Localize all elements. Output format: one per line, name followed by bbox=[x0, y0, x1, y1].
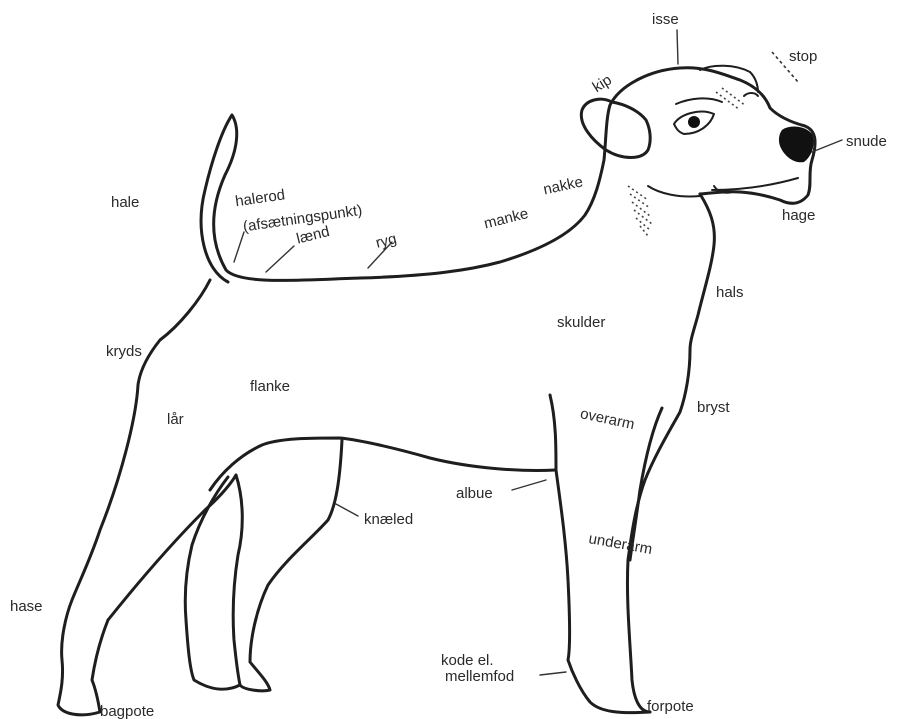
leader-isse bbox=[677, 30, 678, 64]
leader-albue bbox=[512, 480, 546, 490]
leader-laend bbox=[266, 246, 294, 272]
label-kode-line2: mellemfod bbox=[445, 668, 514, 685]
label-skulder: skulder bbox=[557, 314, 605, 331]
eye-pupil bbox=[688, 116, 700, 128]
neck-front-outline bbox=[627, 194, 714, 712]
nose-shape bbox=[779, 127, 814, 163]
label-overarm: overarm bbox=[579, 405, 636, 433]
label-knaeled: knæled bbox=[364, 511, 413, 528]
near-hind-leg-outline bbox=[233, 440, 342, 691]
label-underarm: underarm bbox=[587, 530, 653, 558]
label-hase: hase bbox=[10, 598, 43, 615]
label-stop: stop bbox=[789, 48, 817, 65]
label-forpote: forpote bbox=[647, 698, 694, 715]
leader-lines bbox=[234, 30, 842, 675]
near-hind-leg-back-outline bbox=[185, 477, 240, 689]
label-kode-line1: kode el. bbox=[441, 652, 494, 669]
belly-outline bbox=[210, 438, 556, 490]
labels: isse stop kip snude nakke hage manke hal… bbox=[10, 11, 887, 719]
label-ryg: ryg bbox=[374, 230, 398, 252]
label-isse: isse bbox=[652, 11, 679, 28]
label-lar: lår bbox=[167, 411, 184, 428]
label-snude: snude bbox=[846, 133, 887, 150]
mouth-outline bbox=[712, 178, 798, 190]
label-manke: manke bbox=[482, 205, 530, 232]
leader-snude bbox=[812, 140, 842, 152]
label-halerod-line1: halerod bbox=[234, 186, 286, 210]
leader-kode bbox=[540, 672, 566, 675]
label-flanke: flanke bbox=[250, 378, 290, 395]
brow-outline bbox=[676, 98, 722, 104]
far-eye-outline bbox=[744, 93, 758, 96]
ear-outline bbox=[581, 99, 650, 157]
leader-knaeled bbox=[336, 504, 358, 516]
topline-outline bbox=[201, 68, 815, 282]
label-kryds: kryds bbox=[106, 343, 142, 360]
label-hage: hage bbox=[782, 207, 815, 224]
leader-halerod bbox=[234, 232, 244, 262]
label-kip: kip bbox=[590, 71, 615, 96]
label-bagpote: bagpote bbox=[100, 703, 154, 719]
label-nakke: nakke bbox=[542, 173, 585, 198]
throat-hair-marks bbox=[628, 186, 652, 236]
label-albue: albue bbox=[456, 485, 493, 502]
brow-hair-marks bbox=[716, 88, 746, 110]
hind-leg-outline bbox=[108, 475, 236, 620]
label-bryst: bryst bbox=[697, 399, 730, 416]
label-hale: hale bbox=[111, 194, 139, 211]
dog-outline bbox=[58, 66, 815, 715]
jaw-outline bbox=[648, 186, 700, 197]
label-hals: hals bbox=[716, 284, 744, 301]
